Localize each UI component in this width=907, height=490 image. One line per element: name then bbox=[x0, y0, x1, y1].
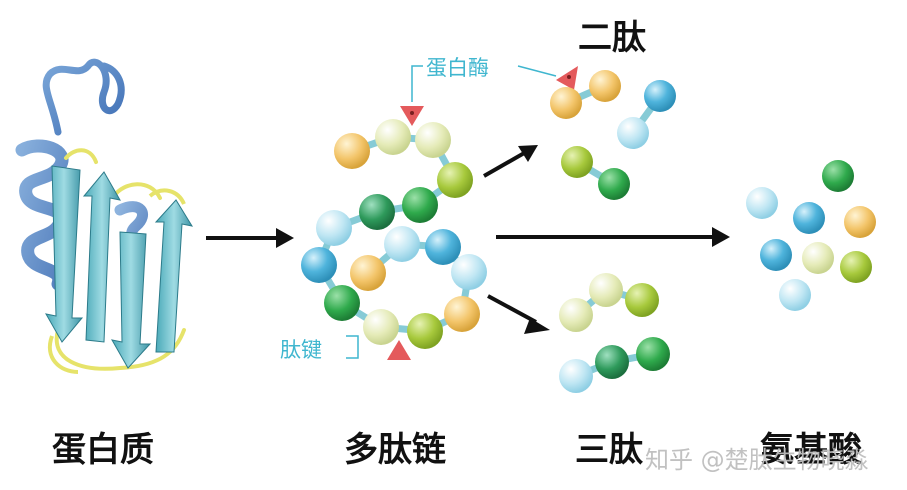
amino-acids-label: 氨基酸 bbox=[760, 430, 862, 470]
amino-acid-bead bbox=[384, 226, 420, 262]
amino-acid-bead bbox=[444, 296, 480, 332]
enzyme-leader-line bbox=[517, 65, 557, 77]
enzyme-annotation: 蛋白酶 bbox=[426, 56, 489, 80]
amino-acid-bead bbox=[617, 117, 649, 149]
amino-acid-bead bbox=[589, 70, 621, 102]
enzyme-triangle-icon bbox=[400, 106, 424, 126]
enzyme-leader-line bbox=[411, 65, 423, 102]
amino-acid-bead bbox=[802, 242, 834, 274]
amino-acid-bead bbox=[793, 202, 825, 234]
amino-acid-bead bbox=[636, 337, 670, 371]
amino-acid-bead bbox=[451, 254, 487, 290]
dipeptides bbox=[550, 70, 676, 200]
amino-acid-bead bbox=[760, 239, 792, 271]
amino-acid-bead bbox=[644, 80, 676, 112]
amino-acid-bead bbox=[598, 168, 630, 200]
amino-acid-bead bbox=[324, 285, 360, 321]
arrow-icon bbox=[483, 145, 538, 178]
protein-ribbon-icon bbox=[15, 58, 194, 374]
arrow-icon bbox=[487, 294, 550, 334]
amino-acid-bead bbox=[595, 345, 629, 379]
amino-acid-bead bbox=[359, 194, 395, 230]
enzyme-triangle-icon bbox=[556, 66, 578, 90]
amino-acid-bead bbox=[559, 298, 593, 332]
peptide-bond-leader-line bbox=[346, 335, 359, 359]
amino-acid-bead bbox=[425, 229, 461, 265]
amino-acid-bead bbox=[407, 313, 443, 349]
watermark: 知乎 @楚肽生物晓淼 bbox=[645, 446, 869, 474]
polypeptide-chain bbox=[301, 119, 487, 349]
amino-acid-bead bbox=[589, 273, 623, 307]
amino-acid-bead bbox=[334, 133, 370, 169]
amino-acid-bead bbox=[415, 122, 451, 158]
dipeptide-label: 二肽 bbox=[578, 18, 646, 58]
polypeptide-label: 多肽链 bbox=[344, 430, 446, 470]
amino-acid-bead bbox=[844, 206, 876, 238]
amino-acid-bead bbox=[559, 359, 593, 393]
amino-acid-bead bbox=[550, 87, 582, 119]
amino-acid-bead bbox=[746, 187, 778, 219]
polypeptide-bonds bbox=[315, 133, 473, 335]
protein-label: 蛋白质 bbox=[52, 430, 154, 470]
peptide-bond-annotation: 肽键 bbox=[280, 338, 322, 362]
amino-acid-bead bbox=[363, 309, 399, 345]
amino-acid-bead bbox=[350, 255, 386, 291]
amino-acid-bead bbox=[625, 283, 659, 317]
tripeptides bbox=[559, 273, 670, 393]
tripeptide-label: 三肽 bbox=[575, 430, 643, 470]
amino-acid-bead bbox=[779, 279, 811, 311]
arrow-icon bbox=[496, 227, 730, 247]
amino-acid-bead bbox=[316, 210, 352, 246]
amino-acid-bead bbox=[840, 251, 872, 283]
amino-acids bbox=[746, 160, 876, 311]
amino-acid-bead bbox=[375, 119, 411, 155]
arrow-icon bbox=[206, 228, 294, 248]
amino-acid-bead bbox=[437, 162, 473, 198]
amino-acid-bead bbox=[561, 146, 593, 178]
amino-acid-bead bbox=[402, 187, 438, 223]
amino-acid-bead bbox=[301, 247, 337, 283]
amino-acid-bead bbox=[822, 160, 854, 192]
enzyme-triangle-icon bbox=[387, 340, 411, 360]
